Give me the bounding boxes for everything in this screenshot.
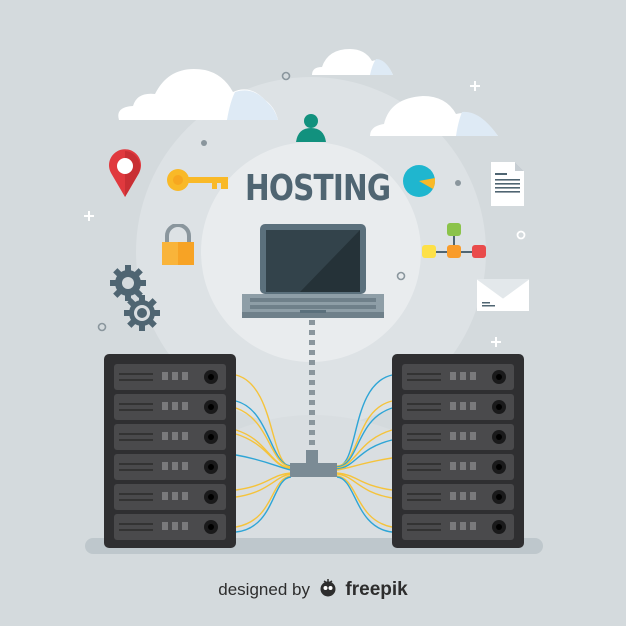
freepik-logo-icon — [318, 578, 338, 598]
pie-chart-icon — [403, 165, 436, 197]
document-icon — [491, 162, 524, 206]
cloud-right — [370, 96, 498, 136]
cloud-left — [118, 69, 278, 120]
padlock-icon — [162, 224, 194, 265]
key-icon — [167, 169, 228, 191]
gears-icon — [110, 265, 160, 331]
laptop-icon — [242, 224, 384, 318]
credit-prefix: designed by — [218, 580, 310, 599]
envelope-icon — [476, 278, 530, 311]
credit-line: designed by freepik — [0, 578, 626, 601]
server-rack-left — [104, 354, 236, 548]
credit-brand: freepik — [345, 579, 408, 600]
network-nodes-icon — [422, 223, 486, 258]
cloud-top — [312, 49, 393, 75]
location-pin-icon — [109, 149, 141, 197]
page-title: HOSTING — [244, 168, 391, 209]
user-icon — [296, 114, 326, 142]
server-rack-right — [392, 354, 524, 548]
